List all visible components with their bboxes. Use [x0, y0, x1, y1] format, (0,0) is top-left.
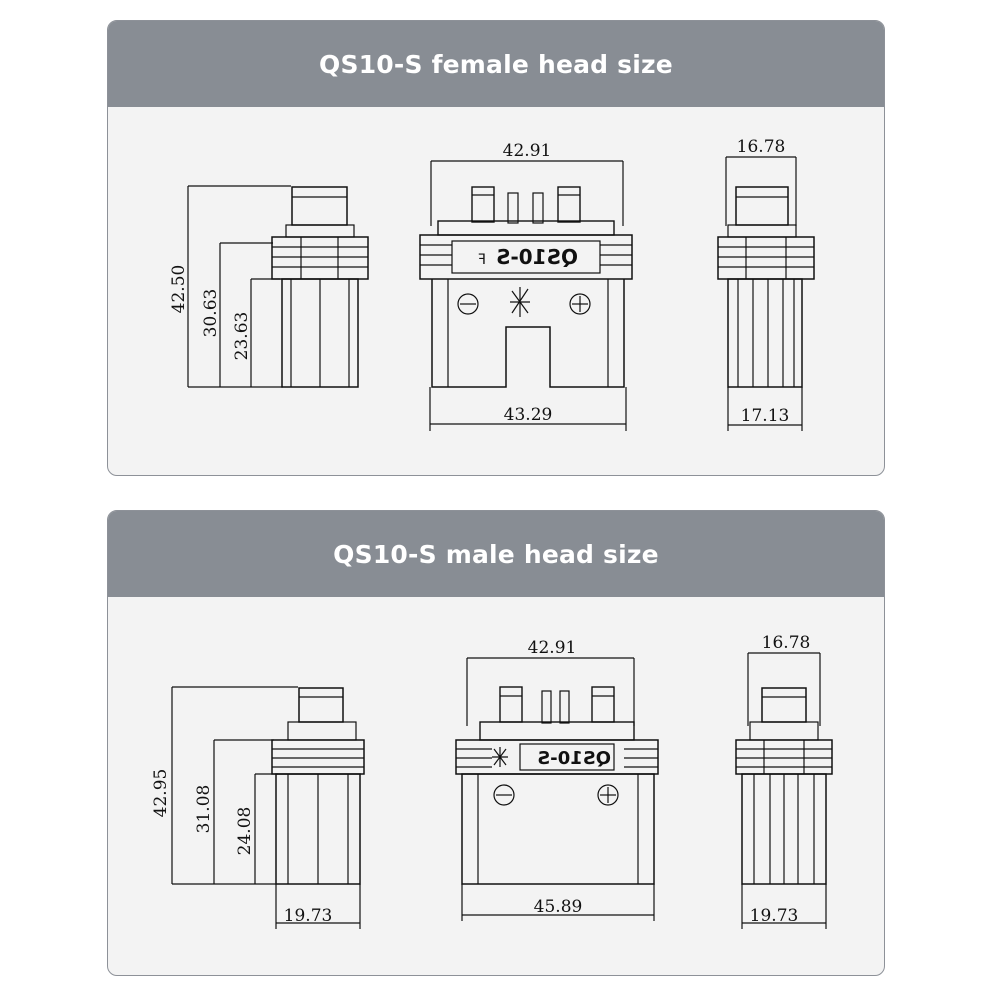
female-front-mark: F	[478, 252, 486, 268]
dim-male-total-height: 42.95	[151, 769, 171, 818]
male-drawing: 42.95 31.08 24.08 19.73 42.91 45.89 16.7…	[151, 633, 833, 929]
dim-male-mid-height: 31.08	[194, 785, 214, 834]
dim-male-side-bottom: 19.73	[284, 906, 333, 926]
female-panel-title: QS10-S female head size	[108, 21, 884, 107]
male-side-view	[171, 686, 365, 929]
dim-male-low-height: 24.08	[235, 807, 255, 856]
female-side-view	[187, 185, 369, 388]
dim-female-end-top: 16.78	[737, 137, 786, 157]
dim-male-end-top: 16.78	[762, 633, 811, 653]
male-front-view	[455, 657, 659, 921]
male-panel-title: QS10-S male head size	[108, 511, 884, 597]
female-drawing: 42.50 30.63 23.63 42.91 43.29 16.78 17.1…	[169, 137, 815, 431]
male-size-panel: QS10-S male head size	[107, 510, 885, 976]
dim-male-front-top: 42.91	[528, 638, 577, 658]
dim-female-front-bottom: 43.29	[504, 405, 553, 425]
dim-male-end-bottom: 19.73	[750, 906, 799, 926]
dim-female-mid-height: 30.63	[201, 289, 221, 338]
dim-female-total-height: 42.50	[169, 265, 189, 314]
male-end-view	[735, 652, 833, 929]
female-front-view	[419, 160, 633, 431]
dim-female-front-top: 42.91	[503, 141, 552, 161]
female-size-panel: QS10-S female head size	[107, 20, 885, 476]
dim-male-front-bottom: 45.89	[534, 897, 583, 917]
female-end-view	[717, 156, 815, 431]
male-front-label: QS10-S	[537, 748, 611, 769]
dim-female-end-bottom: 17.13	[741, 406, 790, 426]
female-front-label: QS10-S	[496, 245, 578, 269]
dim-female-low-height: 23.63	[232, 312, 252, 361]
